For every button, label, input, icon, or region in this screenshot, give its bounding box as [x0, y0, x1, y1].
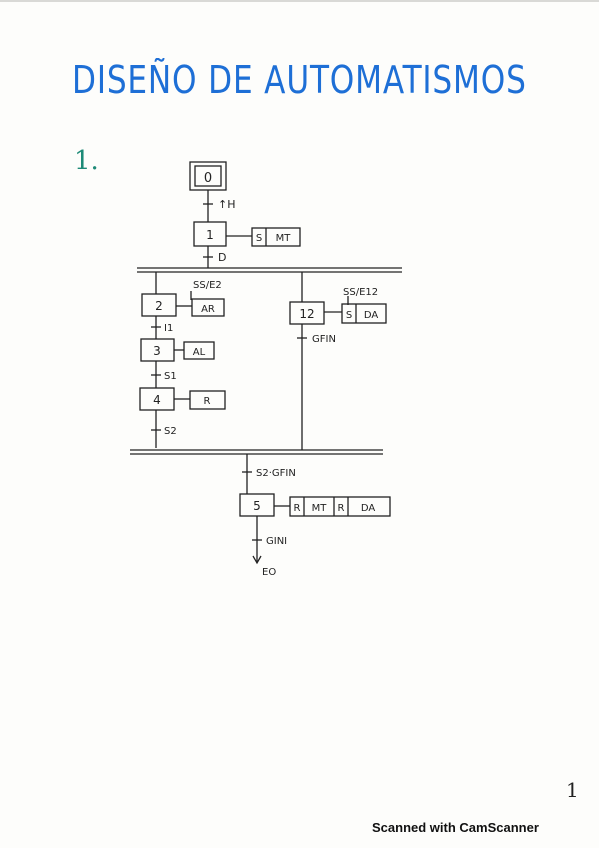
- step-5-action-name-2: DA: [361, 503, 376, 514]
- end-arrow-icon: [252, 555, 262, 565]
- step-2-box: [141, 293, 177, 317]
- transition-6-label: GINI: [266, 536, 287, 547]
- step-2-action-box: [191, 298, 225, 317]
- step-12-action-name: DA: [364, 310, 379, 321]
- step-3-label: 3: [153, 344, 161, 358]
- step-5-action-qualifier-1: R: [294, 503, 301, 514]
- transition-0-label: ↑H: [218, 198, 236, 211]
- step-1-action-name: MT: [276, 233, 292, 244]
- step-1-box: [193, 221, 227, 247]
- transition-12-label: GFIN: [312, 334, 336, 345]
- transition-2-label: I1: [164, 323, 173, 334]
- step-12-label: 12: [299, 307, 314, 321]
- step-5-label: 5: [253, 499, 261, 513]
- step-1-action-qualifier: S: [256, 233, 262, 244]
- step-12-action-qualifier: S: [346, 310, 352, 321]
- end-label: EO: [262, 567, 276, 578]
- scanner-watermark: Scanned with CamScanner: [372, 820, 539, 835]
- step-3-action-name: AL: [193, 347, 206, 358]
- step-0-label: 0: [204, 171, 212, 186]
- branch-right-condition: SS/E12: [343, 287, 378, 298]
- branch-left-condition: SS/E2: [193, 280, 222, 291]
- step-3-action-box: [183, 341, 215, 360]
- transition-3-label: S1: [164, 371, 177, 382]
- step-4-label: 4: [153, 393, 161, 407]
- transition-1-label: D: [218, 251, 226, 264]
- step-0-inner-box: [194, 165, 222, 187]
- scan-top-edge: [0, 0, 599, 2]
- step-4-action-name: R: [204, 396, 211, 407]
- step-2-label: 2: [155, 299, 163, 313]
- section-number: 1.: [74, 146, 99, 176]
- step-12-action-box: [341, 303, 387, 324]
- step-4-action-box: [189, 390, 226, 410]
- step-5-action-name-1: MT: [312, 503, 328, 514]
- transition-5-label: S2·GFIN: [256, 468, 296, 479]
- step-5-action-box: [289, 496, 391, 517]
- step-5-action-qualifier-2: R: [338, 503, 345, 514]
- step-2-action-name: AR: [201, 304, 215, 315]
- transition-4-label: S2: [164, 426, 177, 437]
- step-1-action-box: [251, 227, 301, 247]
- page-title: DISEÑO DE AUTOMATISMOS: [72, 58, 527, 102]
- step-12-box: [289, 301, 325, 325]
- step-1-label: 1: [206, 228, 214, 242]
- page-number: 1: [566, 778, 579, 802]
